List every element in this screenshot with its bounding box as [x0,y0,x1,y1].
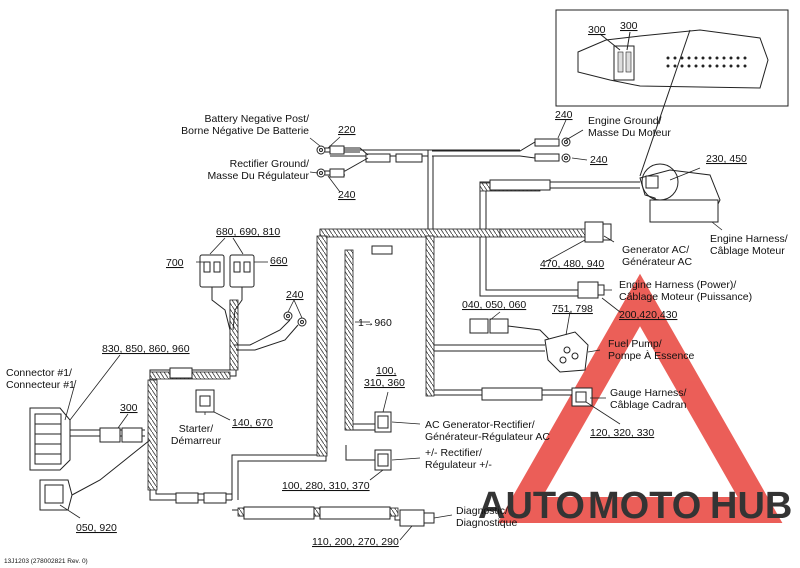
watermark-auto: AUTO [478,485,585,527]
connectors [29,169,721,527]
label-engine-harness-2: Câblage Moteur [710,245,785,257]
label-generator-ac-1: Generator AC/ [622,244,689,256]
watermark-hub: HUB [710,485,792,527]
ref-700: 700 [166,257,184,269]
ref-240-top: 240 [555,109,573,121]
connector-gauge [571,387,593,407]
label-generator-ac-2: Générateur AC [622,256,692,268]
connector-ac-gen [374,411,392,433]
ref-200: 200,420,430 [619,309,678,321]
watermark-moto: MOTO [588,485,701,527]
label-engine-ground-1: Engine Ground/ [588,115,662,127]
connector-rectifier [374,449,392,471]
label-rectifier-pm-1: +/- Rectifier/ [425,447,482,459]
connector-700-660 [199,254,255,331]
label-diagnostic-1: Diagnostic/ [456,505,508,517]
footer-code: 13J1203 (278002821 Rev. 0) [4,558,88,565]
ref-230-450: 230, 450 [706,153,747,165]
connector-starter [195,389,215,413]
braided-sleeves [147,182,591,517]
inset-connector-detail [555,9,789,201]
ref-240-bat: 240 [338,189,356,201]
label-starter-1: Starter/ [179,423,214,435]
label-battery-neg-1: Battery Negative Post/ [205,113,310,125]
label-ac-gen-rect-1: AC Generator-Rectifier/ [425,419,535,431]
ref-050: 050, 920 [76,522,117,534]
label-rectifier-ground-2: Masse Du Régulateur [207,170,309,182]
connector-1 [29,407,151,511]
label-rectifier-pm-2: Régulateur +/- [425,459,492,471]
ref-300a: 300 [588,24,606,36]
ref-120: 120, 320, 330 [590,427,654,439]
label-engine-harness-1: Engine Harness/ [710,233,788,245]
label-engine-power-2: Câblage Moteur (Puissance) [619,291,752,303]
label-starter-2: Démarreur [171,435,222,447]
text-labels: Battery Negative Post/ Borne Négative De… [4,20,788,565]
label-battery-neg-2: Borne Négative De Batterie [181,125,309,137]
ref-660: 660 [270,255,288,267]
ref-100-1: 100, [376,365,396,377]
connector-fuel-pump [544,331,589,373]
ref-470: 470, 480, 940 [540,258,604,270]
ref-220: 220 [338,124,356,136]
label-diagnostic-2: Diagnostique [456,517,517,529]
label-gauge-harness-2: Câblage Cadran [610,399,687,411]
label-engine-power-1: Engine Harness (Power)/ [619,279,736,291]
connector-040 [469,318,556,346]
ref-680: 680, 690, 810 [216,226,280,238]
ground-terminals [234,137,571,351]
ref-100-2: 310, 360 [364,377,405,389]
ref-100b: 100, 280, 310, 370 [282,480,370,492]
leader-lines [59,119,723,541]
connector-engine-harness [639,169,721,223]
label-fuel-pump-2: Pompe À Essence [608,349,695,362]
ref-140: 140, 670 [232,417,273,429]
connector-diagnostic [399,509,435,527]
label-gauge-harness-1: Gauge Harness/ [610,387,687,399]
label-connector1-2: Connecteur #1 [6,379,75,391]
watermark: AUTO MOTO HUB [478,273,792,527]
label-rectifier-ground-1: Rectifier Ground/ [230,158,309,170]
connector-generator-ac [584,221,612,243]
connector-engine-power [577,281,605,299]
ref-751: 751, 798 [552,303,593,315]
ref-040: 040, 050, 060 [462,299,526,311]
ref-960: 1→960 [358,317,392,329]
label-fuel-pump-1: Fuel Pump/ [608,338,662,350]
connector-300 [99,427,143,443]
ref-110: 110, 200, 270, 290 [312,536,399,548]
sleeve-blocks [169,153,551,520]
label-ac-gen-rect-2: Générateur-Régulateur AC [425,431,550,443]
ref-300c: 300 [120,402,138,414]
ref-240-start: 240 [286,289,304,301]
ref-240-eng: 240 [590,154,608,166]
label-engine-ground-2: Masse Du Moteur [588,127,671,139]
ref-300b: 300 [620,20,638,32]
label-connector1-1: Connector #1/ [6,367,72,379]
ref-830: 830, 850, 860, 960 [102,343,190,355]
